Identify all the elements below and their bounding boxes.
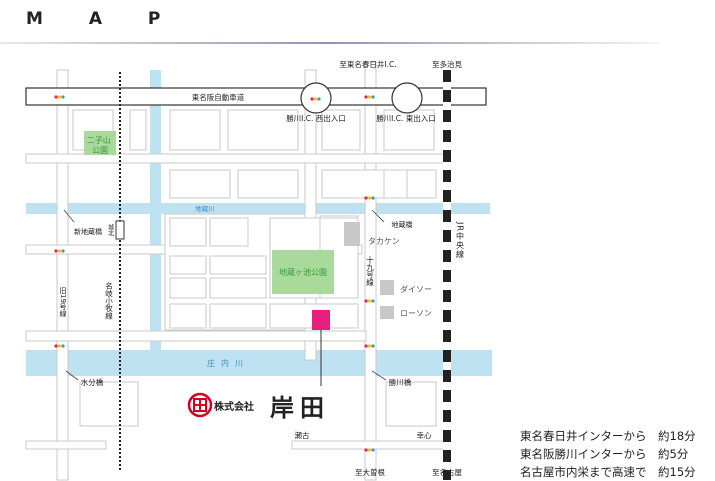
futagoyama-line1: 二子山 <box>87 135 111 145</box>
label-jr-chuo-line: JR中央線 <box>456 221 465 259</box>
label-kachigawa-bridge: 勝川橋 <box>389 377 412 387</box>
park-futagoyama <box>84 131 116 155</box>
label-jizokawa: 地蔵川 <box>195 204 215 213</box>
label-jizogaike-park: 地蔵ヶ池公園 <box>279 267 327 277</box>
label-to-ozone: 至大曽根 <box>355 467 385 477</box>
label-jizobashi: 地蔵橋 <box>392 220 413 229</box>
store-takaken <box>344 222 360 246</box>
station-joho <box>115 220 125 240</box>
label-shinjizobashi: 新地蔵橋 <box>74 227 102 236</box>
access-line-kasugai: 東名春日井インターから 約18分 <box>520 429 696 443</box>
label-tomei-expressway: 東名阪自動車道 <box>192 92 245 102</box>
label-takaken: タカケン <box>368 237 400 246</box>
interchange-east <box>391 82 423 114</box>
label-seto: 瀬古 <box>295 430 310 440</box>
store-daiso <box>380 280 394 295</box>
access-line-kachigawa: 東名阪勝川インターから 約5分 <box>520 447 689 461</box>
label-shonai-river: 庄内川 <box>207 358 249 368</box>
railway-jr <box>443 62 451 480</box>
label-futagoyama-park: 二子山 公園 <box>87 135 114 155</box>
label-joho-station: 城北 <box>107 224 114 237</box>
access-info: 東名春日井インターから 約18分 東名阪勝川インターから 約5分 名古屋市内栄ま… <box>520 427 696 481</box>
label-to-tajimi: 至多治見 <box>432 59 462 69</box>
label-daiso: ダイソー <box>400 284 432 294</box>
label-old-route-19: 旧19号線 <box>59 287 67 317</box>
park-jizogaike <box>272 250 334 294</box>
label-to-kasugai: 至東名春日井I.C. <box>339 59 396 69</box>
label-mizubun-bridge: 水分橋 <box>81 377 104 387</box>
traffic-signals <box>54 95 375 452</box>
expressway <box>25 87 487 106</box>
logo-mark-icon <box>187 392 213 418</box>
river-vertical <box>150 70 161 352</box>
kishida-location-marker[interactable] <box>312 310 330 330</box>
label-koshin: 幸心 <box>417 431 432 440</box>
river-shonai <box>26 350 492 376</box>
kishida-logo <box>187 392 213 418</box>
futagoyama-line2: 公園 <box>92 146 108 155</box>
access-line-sakae: 名古屋市内栄まで高速で 約15分 <box>520 465 696 479</box>
store-lawson <box>380 306 394 319</box>
river-jizokawa <box>26 203 490 214</box>
bridge-pointers <box>63 209 387 381</box>
label-east-entrance: 勝川I.C. 東出入口 <box>376 113 436 123</box>
rivers <box>26 70 492 376</box>
label-west-entrance: 勝川I.C. 西出入口 <box>286 113 346 123</box>
label-lawson: ローソン <box>400 309 432 318</box>
label-to-nagoya: 至名古屋 <box>432 467 462 477</box>
page-title: M A P <box>26 9 181 29</box>
company-type: 株式会社 <box>214 400 254 413</box>
label-meigi-komaki-line: 名岐小牧線 <box>104 281 113 320</box>
company-name: 岸田 <box>270 394 330 422</box>
label-route-19: 十九号線 <box>365 255 374 286</box>
title-divider <box>0 42 660 44</box>
